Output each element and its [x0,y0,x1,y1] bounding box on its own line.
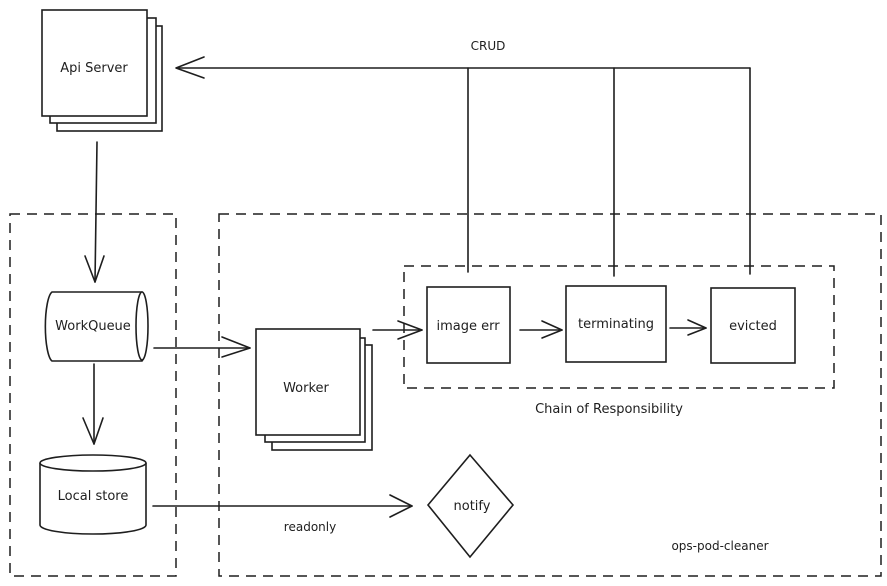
readonly-label: readonly [284,520,336,534]
evicted-node[interactable]: evicted [710,287,796,364]
notify-label: notify [454,499,491,514]
edge-workqueue-to-localstore [82,363,104,445]
terminating-label: terminating [578,317,654,332]
crud-label: CRUD [471,39,506,53]
edge-image-err-to-terminating [519,320,563,339]
api-server-node[interactable]: Api Server [41,9,163,132]
local-store-node[interactable]: Local store [39,454,147,535]
cleaner-group-label: ops-pod-cleaner [671,539,768,553]
worker-node[interactable]: Worker [255,328,373,451]
chain-group-label: Chain of Responsibility [535,402,683,417]
notify-node[interactable]: notify [426,453,515,559]
chain-group-boundary [403,265,835,389]
image-err-node[interactable]: image err [426,286,511,364]
workqueue-node[interactable]: WorkQueue [44,291,149,362]
ops-pod-cleaner-boundary [218,213,882,577]
worker-label: Worker [283,381,329,396]
edge-worker-to-image-err [372,320,423,340]
terminating-node[interactable]: terminating [565,285,667,363]
local-store-label: Local store [58,489,129,504]
crud-edges: CRUD [175,39,751,277]
edge-terminating-to-evicted [669,319,707,336]
evicted-label: evicted [729,319,777,334]
image-err-label: image err [436,319,500,334]
workqueue-label: WorkQueue [55,319,131,334]
local-group-boundary [9,213,177,577]
api-server-label: Api Server [60,61,128,76]
edge-localstore-to-notify: readonly [152,494,413,534]
edge-workqueue-to-worker [153,336,251,358]
edge-api-to-workqueue [84,141,105,283]
